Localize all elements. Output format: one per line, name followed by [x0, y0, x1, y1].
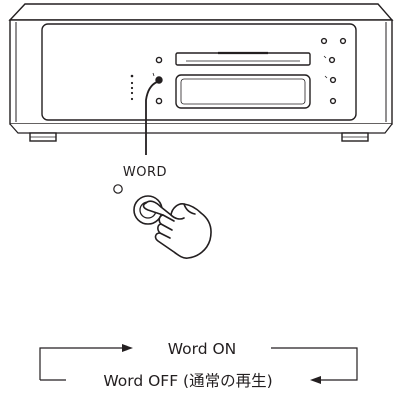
mode-cycle	[39, 347, 358, 381]
device	[8, 3, 394, 142]
panel-button	[155, 56, 163, 64]
panel-button	[328, 56, 336, 64]
word-button	[155, 76, 163, 84]
word-off-label: Word OFF (通常の再生)	[103, 372, 272, 390]
disc-tray	[175, 52, 311, 66]
indicator-leds	[130, 74, 134, 101]
cycle-arrowheads	[122, 344, 321, 384]
callout-leader	[145, 81, 158, 155]
word-on-label: Word ON	[168, 340, 237, 358]
panel-button	[320, 37, 328, 45]
arrow-right-icon	[122, 344, 133, 352]
callout-label: WORD	[123, 165, 167, 180]
pointing-hand-icon	[142, 200, 212, 259]
arrow-left-icon	[310, 376, 321, 384]
display-window	[175, 74, 311, 109]
panel-button	[155, 97, 163, 105]
panel-button	[339, 37, 347, 45]
indicator-circle	[113, 184, 123, 194]
device-top-cover	[8, 3, 394, 21]
cycle-line-from-on	[271, 347, 358, 381]
panel-button	[329, 76, 337, 84]
panel-button	[329, 97, 337, 105]
cycle-line-to-on	[39, 347, 125, 380]
